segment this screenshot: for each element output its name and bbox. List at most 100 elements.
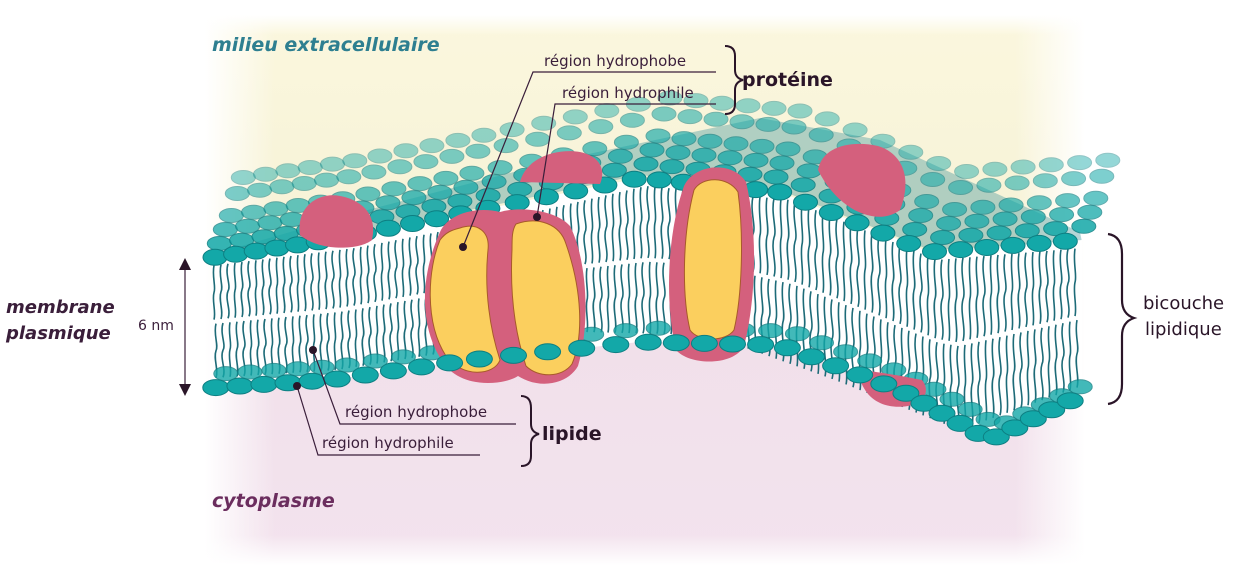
lipid-head (1019, 410, 1047, 428)
lipid-head (247, 182, 273, 198)
lipid-tail (998, 336, 1002, 416)
lipid-head (896, 235, 922, 252)
lipid-head (948, 180, 974, 195)
lipid-tail (982, 255, 986, 337)
lipid-tail (1066, 248, 1070, 318)
lipid-tail (1026, 330, 1030, 406)
lipid-head (230, 170, 256, 185)
lipid-head (651, 106, 677, 122)
lipid-tail (284, 316, 288, 374)
lipid-head (998, 197, 1024, 213)
lipid-head (291, 176, 317, 191)
lipid-tail (765, 197, 769, 276)
lipid-tail (660, 187, 664, 259)
lipid-tail (389, 303, 393, 362)
lipid-head (401, 190, 427, 206)
lipid-tail (919, 253, 923, 333)
lipid-tail (1010, 253, 1014, 331)
lipid-head (1061, 171, 1087, 187)
lipid-tail (1019, 332, 1023, 408)
lipid-head (1056, 392, 1084, 410)
lipid-head (936, 216, 962, 231)
lipid-tail (333, 312, 337, 371)
lipid-head (671, 131, 697, 147)
lipid-tail (359, 246, 363, 305)
lipid-head (870, 375, 898, 393)
lipid-tail (1047, 326, 1051, 398)
lipid-head (407, 176, 433, 192)
lipid-head (459, 165, 485, 181)
lipid-tail (996, 254, 1000, 334)
lipid-tail (331, 250, 335, 309)
lipid-head (531, 115, 557, 131)
lipid-tail (667, 188, 671, 260)
thickness-arrows (179, 258, 191, 396)
lipid-tail (991, 338, 995, 419)
lipid-head (946, 414, 974, 432)
lipid-head (439, 148, 465, 164)
lipid-head (1089, 168, 1115, 184)
lipid-tail (912, 250, 916, 330)
lipid-head (697, 133, 723, 149)
lipid-head (500, 346, 527, 364)
lipid-head (218, 208, 244, 223)
lipid-head (226, 377, 254, 395)
lipid-head (870, 224, 896, 242)
lipid-head (657, 90, 683, 106)
lipid-tail (842, 221, 846, 302)
lipid-head (1026, 234, 1052, 252)
lipid-head (892, 384, 920, 402)
lipid-tail (898, 244, 902, 325)
lipid-tail (828, 215, 832, 296)
lipid-tail (394, 239, 398, 299)
lipid-tail (758, 196, 762, 274)
lipid-tail (303, 254, 307, 312)
lipid-head (1014, 223, 1040, 239)
lipid-tail (856, 227, 860, 308)
lipid-tail (261, 259, 265, 316)
cytoplasm-label: cytoplasme (212, 490, 335, 512)
lipid-head (507, 181, 533, 197)
lipid-head (723, 136, 749, 152)
lipid-head (562, 109, 588, 125)
lipid-head (361, 164, 387, 180)
lipid-head (717, 150, 743, 166)
lipid-tail (821, 212, 825, 293)
lipid-head (563, 182, 589, 200)
lipid-head (749, 138, 775, 154)
lipid-head (413, 154, 439, 170)
lipid-head (202, 248, 228, 266)
lipid-head (735, 98, 761, 114)
protein-brace (724, 45, 744, 115)
lipid-tail (1005, 335, 1009, 413)
lipid-head (594, 103, 620, 119)
lipid-tail (870, 233, 874, 313)
lipid-tail (305, 314, 309, 373)
lipid-head (381, 181, 407, 197)
lipid-head (525, 131, 551, 147)
lipid-head (691, 147, 717, 163)
lipid-head (390, 349, 416, 365)
lipid-tail (296, 254, 300, 312)
lipid-tail (814, 210, 818, 291)
protein-hydrophobic-label: région hydrophobe (544, 52, 687, 70)
lipid-tail (417, 298, 421, 357)
lipid-tail (632, 188, 636, 260)
lipid-tail (212, 265, 216, 320)
lipid-tail (1040, 327, 1044, 401)
lipid-head (568, 339, 596, 357)
lipid-tail (1059, 249, 1063, 320)
lipid-head (784, 326, 810, 342)
lipid-head (814, 111, 840, 127)
bilayer-label-line2: lipidique (1145, 319, 1222, 340)
lipid-head (793, 193, 818, 211)
lipid-tail (324, 251, 328, 310)
lipid-head (986, 225, 1012, 241)
lipid-tail (984, 340, 988, 421)
protein-hydrophilic-label: région hydrophile (562, 84, 694, 102)
lipid-head (1026, 195, 1052, 211)
lipid-tail (1024, 252, 1028, 328)
lipid-tail (954, 258, 958, 343)
lipid-head (375, 195, 401, 211)
